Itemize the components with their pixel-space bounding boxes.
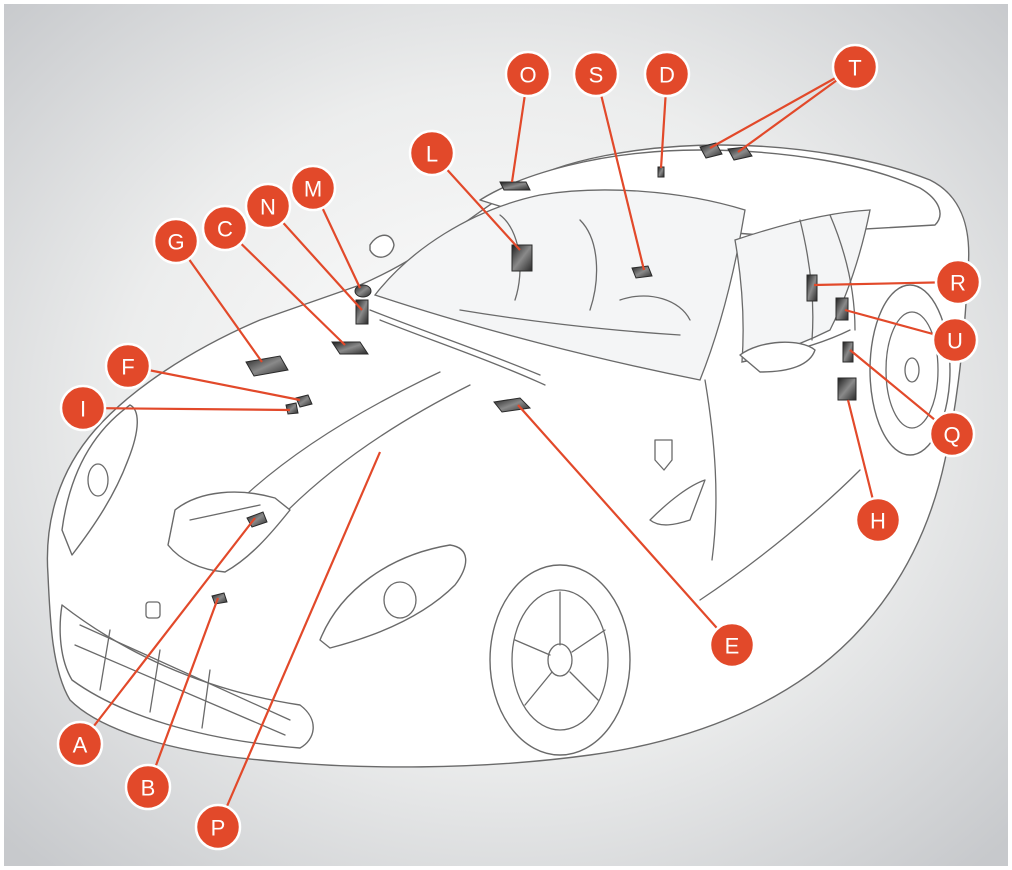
label-patch-R bbox=[806, 274, 818, 302]
callout-S: S bbox=[572, 50, 620, 98]
callout-Q: Q bbox=[928, 410, 976, 458]
callout-letter-D: D bbox=[659, 63, 675, 88]
callout-O: O bbox=[504, 50, 552, 98]
label-patch-I bbox=[285, 402, 299, 415]
callout-B: B bbox=[124, 763, 172, 811]
leader-line-S bbox=[594, 73, 646, 271]
label-patch-S bbox=[631, 265, 653, 279]
leader-line-E bbox=[517, 404, 733, 646]
callout-letter-N: N bbox=[260, 195, 276, 220]
callout-letter-M: M bbox=[304, 177, 322, 202]
callout-M: M bbox=[289, 164, 337, 212]
callout-D: D bbox=[643, 50, 691, 98]
callout-I: I bbox=[59, 384, 107, 432]
leader-line-N bbox=[267, 205, 363, 311]
label-patch-T2 bbox=[727, 146, 753, 161]
label-patch-L bbox=[511, 244, 533, 272]
callout-letter-U: U bbox=[947, 329, 963, 354]
label-patch-F bbox=[295, 394, 313, 408]
callout-A: A bbox=[56, 720, 104, 768]
callout-letter-O: O bbox=[519, 63, 536, 88]
callout-letter-E: E bbox=[725, 634, 740, 659]
callout-letter-C: C bbox=[217, 217, 233, 242]
callout-letter-Q: Q bbox=[943, 423, 960, 448]
label-patch-D bbox=[657, 166, 665, 178]
callout-L: L bbox=[408, 129, 456, 177]
leader-line-I bbox=[82, 406, 291, 412]
callout-letter-T: T bbox=[848, 56, 861, 81]
callout-letter-A: A bbox=[73, 733, 88, 758]
label-patch-C bbox=[331, 341, 369, 355]
callout-letter-R: R bbox=[950, 271, 966, 296]
callout-N: N bbox=[244, 182, 292, 230]
label-patch-M bbox=[354, 284, 372, 298]
leader-line-B bbox=[146, 597, 220, 788]
callout-bubbles: A B C D E F G H I L M N O P Q R S T U bbox=[56, 43, 982, 851]
callout-C: C bbox=[201, 204, 249, 252]
callout-letter-L: L bbox=[426, 142, 438, 167]
callout-letter-P: P bbox=[211, 816, 226, 841]
leader-line-P bbox=[216, 451, 382, 828]
callout-letter-G: G bbox=[167, 230, 184, 255]
callout-letter-B: B bbox=[141, 776, 156, 801]
callout-letter-H: H bbox=[870, 509, 886, 534]
label-patch-N bbox=[355, 299, 369, 325]
label-patch-H bbox=[837, 377, 857, 401]
callout-U: U bbox=[931, 316, 979, 364]
callout-letter-F: F bbox=[121, 355, 134, 380]
label-patch-U bbox=[835, 297, 849, 321]
leader-line-T2 bbox=[737, 66, 856, 153]
callout-letter-S: S bbox=[589, 63, 604, 88]
leader-line-A bbox=[79, 517, 256, 745]
label-patch-G bbox=[245, 355, 289, 377]
callout-F: F bbox=[104, 342, 152, 390]
callout-P: P bbox=[194, 803, 242, 851]
callout-letter-I: I bbox=[80, 397, 86, 422]
callout-T: T bbox=[831, 43, 879, 91]
leader-line-R bbox=[813, 280, 959, 287]
callout-G: G bbox=[152, 217, 200, 265]
label-patches bbox=[211, 142, 857, 605]
callout-E: E bbox=[708, 621, 756, 669]
callout-R: R bbox=[934, 258, 982, 306]
callout-H: H bbox=[854, 496, 902, 544]
leader-line-G bbox=[175, 240, 263, 363]
label-patch-O bbox=[499, 181, 531, 191]
car-illustration bbox=[46, 144, 970, 768]
label-patch-T1 bbox=[699, 142, 723, 159]
leader-line-T1 bbox=[709, 66, 856, 149]
leader-line-F bbox=[127, 364, 301, 402]
leader-line-C bbox=[224, 227, 346, 346]
